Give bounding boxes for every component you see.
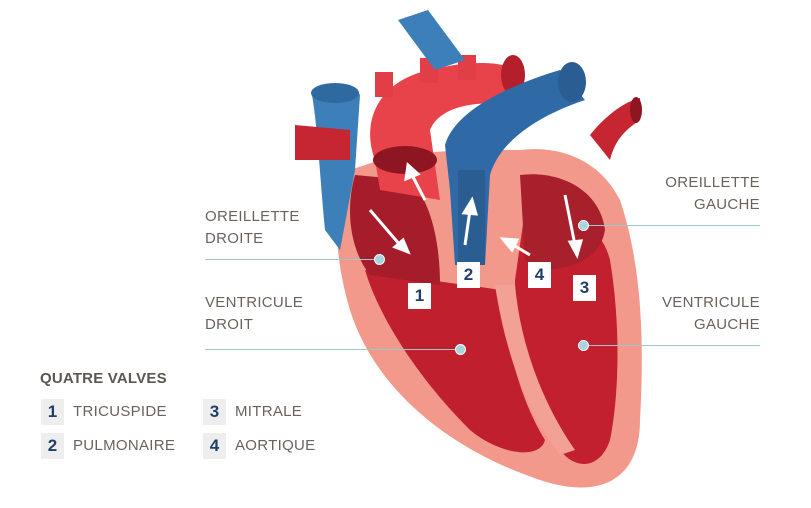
legend-num-4: 4 xyxy=(203,433,226,459)
label-line: DROIT xyxy=(205,316,254,333)
legend-label-2: PULMONAIRE xyxy=(73,437,176,454)
label-line: GAUCHE xyxy=(694,196,760,213)
pulmonary-veins-right xyxy=(590,98,640,160)
label-line: OREILLETTE xyxy=(665,174,760,191)
pulmonary-veins-left xyxy=(295,125,350,160)
septum xyxy=(495,285,575,455)
leader-line-left-atrium xyxy=(583,225,760,226)
legend-num-2: 2 xyxy=(41,433,64,459)
label-left-ventricle: VENTRICULE GAUCHE xyxy=(662,292,760,336)
valve-badge-3: 3 xyxy=(573,275,596,301)
pulmonary-trunk-inner xyxy=(458,170,485,265)
label-line: OREILLETTE xyxy=(205,208,300,225)
valve-badge-1: 1 xyxy=(408,283,431,309)
leader-line-left-ventricle xyxy=(583,345,760,346)
label-left-atrium: OREILLETTE GAUCHE xyxy=(665,172,760,216)
legend-label-4: AORTIQUE xyxy=(235,437,316,454)
ventricle-right-inner xyxy=(365,270,545,453)
top-vein xyxy=(398,10,465,70)
aorta-opening xyxy=(373,146,437,174)
valve-badge-2: 2 xyxy=(457,262,480,288)
leader-line-right-ventricle xyxy=(205,349,460,350)
blood-flow-arrows xyxy=(368,162,584,259)
right-atrium xyxy=(350,175,440,285)
pulmonary-opening xyxy=(558,62,586,102)
label-right-atrium: OREILLETTE DROITE xyxy=(205,206,300,250)
label-right-ventricle: VENTRICULE DROIT xyxy=(205,292,303,336)
legend-num-1: 1 xyxy=(41,399,64,425)
left-atrium xyxy=(520,174,605,270)
label-line: DROITE xyxy=(205,230,264,247)
marker-dot-right-ventricle xyxy=(455,344,466,355)
legend-label-3: MITRALE xyxy=(235,403,303,420)
marker-dot-left-atrium xyxy=(578,220,589,231)
aortic-branch-3 xyxy=(458,55,476,80)
legend-num-3: 3 xyxy=(203,399,226,425)
marker-dot-right-atrium xyxy=(374,254,385,265)
pulmonary-vein-end xyxy=(630,97,642,123)
marker-dot-left-ventricle xyxy=(578,340,589,351)
legend-label-1: TRICUSPIDE xyxy=(73,403,167,420)
legend-title: QUATRE VALVES xyxy=(40,370,167,387)
label-line: VENTRICULE xyxy=(205,294,304,311)
leader-line-right-atrium xyxy=(205,259,380,260)
label-line: VENTRICULE xyxy=(661,294,760,311)
label-line: GAUCHE xyxy=(694,316,760,333)
valve-badge-4: 4 xyxy=(528,262,551,288)
vena-cava-opening xyxy=(311,83,359,103)
aortic-branch-1 xyxy=(375,72,393,97)
